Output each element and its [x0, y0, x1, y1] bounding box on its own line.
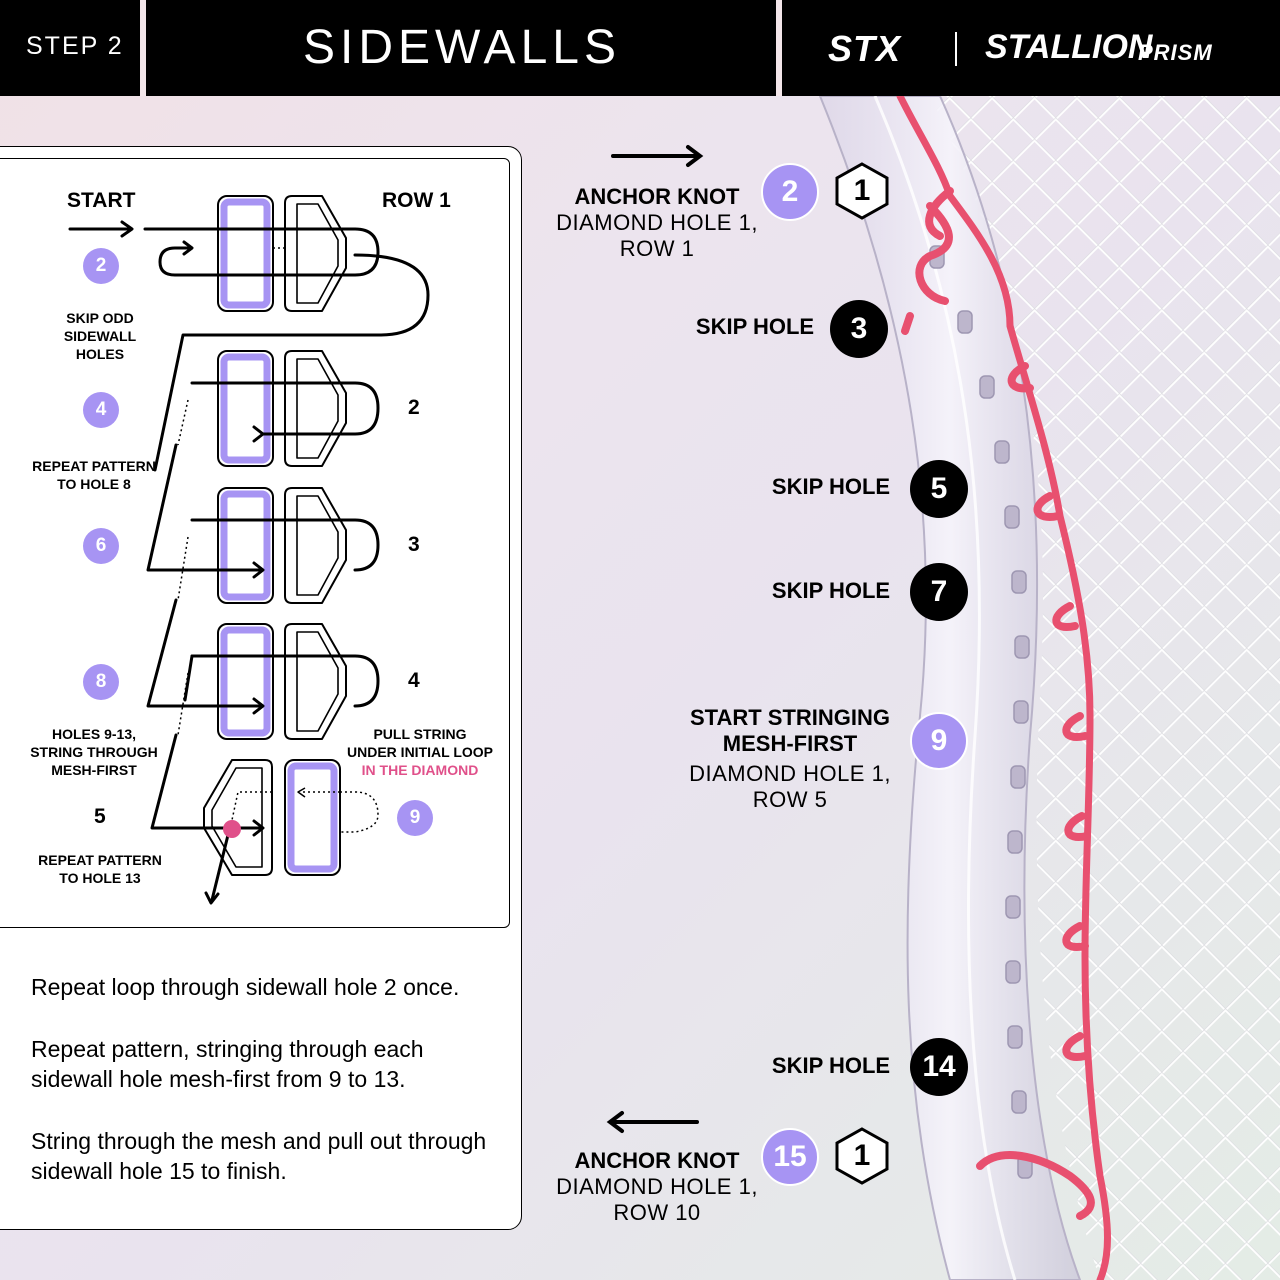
- hole-row-2: [217, 350, 347, 467]
- page-title: SIDEWALLS: [303, 21, 621, 74]
- prism-logo: PRISM: [1138, 40, 1213, 65]
- hole-row-1: [217, 195, 347, 312]
- sidewall-hole-2-badge: 2: [761, 163, 819, 221]
- hole-row-5: [203, 759, 341, 876]
- stx-logo: STX: [828, 28, 902, 69]
- row-1-label: ROW 1: [382, 189, 451, 212]
- start-label: START: [67, 189, 136, 212]
- hole-circle-6: 6: [83, 528, 119, 564]
- hole-circle-4: 4: [83, 392, 119, 428]
- anchor-knot-top: ANCHOR KNOT DIAMOND HOLE 1, ROW 1: [556, 184, 758, 261]
- diamond-hole-1-label: 1: [853, 174, 871, 207]
- instruction-1: Repeat loop through sidewall hole 2 once…: [31, 974, 460, 1000]
- header-divider: [776, 0, 782, 96]
- skip-hole-7-badge: 7: [910, 563, 968, 621]
- header-divider: [140, 0, 146, 96]
- lacrosse-head-photo: [780, 96, 1280, 1280]
- arrow-left-icon: [606, 1111, 699, 1133]
- hole-circle-9: 9: [397, 800, 433, 836]
- sidewall-hole-15-badge: 15: [761, 1128, 819, 1186]
- header-bar: STEP 2 SIDEWALLS STX STALLION PRISM: [0, 0, 1280, 96]
- row-5-label: 5: [94, 805, 106, 828]
- hole-circle-2: 2: [83, 248, 119, 284]
- row-2-label: 2: [408, 396, 420, 419]
- anchor-knot-bottom: ANCHOR KNOT DIAMOND HOLE 1, ROW 10: [556, 1148, 758, 1225]
- skip-hole-7-label: SKIP HOLE: [771, 578, 891, 603]
- skip-hole-5-badge: 5: [910, 460, 968, 518]
- row-4-label: 4: [408, 669, 420, 692]
- sidewall-hole-9-badge: 9: [910, 712, 968, 770]
- row-3-label: 3: [408, 533, 420, 556]
- skip-hole-5-label: SKIP HOLE: [771, 474, 891, 499]
- skip-hole-14-label: SKIP HOLE: [771, 1053, 891, 1078]
- arrow-right-icon: [611, 145, 704, 167]
- skip-hole-3-badge: 3: [830, 300, 888, 358]
- instruction-3: String through the mesh and pull out thr…: [31, 1128, 487, 1184]
- logo-divider: [955, 32, 957, 66]
- hole-circle-8: 8: [83, 664, 119, 700]
- skip-hole-14-badge: 14: [910, 1038, 968, 1096]
- diamond-hole-1-label: 1: [853, 1139, 871, 1172]
- hole-row-4: [217, 623, 347, 740]
- lacrosse-head-illustration: [818, 96, 1280, 1280]
- stallion-logo: STALLION: [985, 28, 1153, 66]
- start-mesh-first-note: START STRINGING MESH-FIRST DIAMOND HOLE …: [689, 705, 891, 812]
- instruction-2: Repeat pattern, stringing through each s…: [31, 1036, 424, 1092]
- hole-row-3: [217, 487, 347, 604]
- skip-hole-3-label: SKIP HOLE: [695, 314, 815, 339]
- step-label: STEP 2: [26, 32, 124, 60]
- diamond-hole-1-hex-icon: [835, 162, 889, 220]
- stringing-diagram: [68, 195, 430, 905]
- diamond-hole-1-hex-icon: [835, 1127, 889, 1185]
